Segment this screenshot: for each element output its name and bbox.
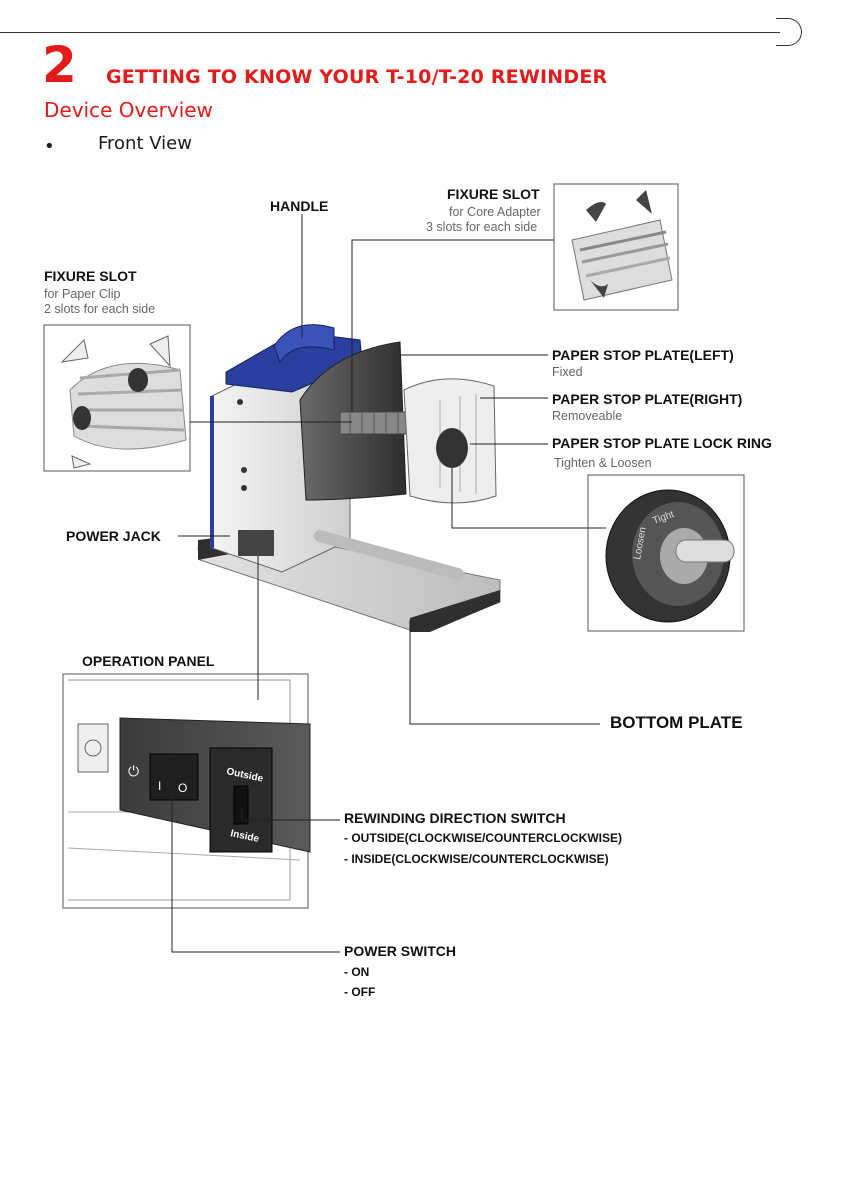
power-off-glyph: O <box>178 781 187 795</box>
leader-lines <box>171 214 606 953</box>
paper-clip-illustration <box>60 335 187 469</box>
label-lock-ring-note: Tighten & Loosen <box>554 456 652 470</box>
label-stop-left-title: PAPER STOP PLATE(LEFT) <box>552 347 734 363</box>
label-handle: HANDLE <box>270 198 329 214</box>
power-glyph-icon: ⏻ <box>128 764 139 780</box>
power-switch-rocker <box>149 753 199 801</box>
label-fixure-clip-title: FIXURE SLOT <box>44 268 137 284</box>
label-stop-right-title: PAPER STOP PLATE(RIGHT) <box>552 391 743 407</box>
label-stop-right-note: Removeable <box>552 409 623 423</box>
bullet-label-front-view: Front View <box>98 133 192 154</box>
section-title: Device Overview <box>44 98 213 122</box>
label-fixure-core-title: FIXURE SLOT <box>447 186 540 202</box>
label-rewinding-title: REWINDING DIRECTION SWITCH <box>344 810 566 826</box>
label-lock-ring-title: PAPER STOP PLATE LOCK RING <box>552 435 772 451</box>
page-top-rule-cap <box>776 18 802 46</box>
label-power-switch-off: - OFF <box>344 985 376 999</box>
label-rewinding-opt2: - INSIDE(CLOCKWISE/COUNTERCLOCKWISE) <box>344 852 609 866</box>
power-on-glyph: I <box>158 779 161 793</box>
chapter-number: 2 <box>42 36 77 94</box>
label-fixure-core-line2: 3 slots for each side <box>426 220 538 234</box>
label-fixure-clip-line2: 2 slots for each side <box>44 302 156 316</box>
lock-ring-illustration: Tight Loosen <box>605 489 735 623</box>
label-rewinding-opt1: - OUTSIDE(CLOCKWISE/COUNTERCLOCKWISE) <box>344 831 622 845</box>
label-power-switch-title: POWER SWITCH <box>344 943 456 959</box>
direction-switch-rocker <box>233 785 249 825</box>
label-power-switch-on: - ON <box>344 965 370 979</box>
label-bottom-plate: BOTTOM PLATE <box>610 713 743 732</box>
chapter-title: GETTING TO KNOW YOUR T-10/T-20 REWINDER <box>106 66 608 88</box>
label-power-jack: POWER JACK <box>66 528 161 544</box>
label-fixure-core-line1: for Core Adapter <box>449 205 541 219</box>
core-adapter-illustration <box>571 190 673 301</box>
bullet-glyph: • <box>44 136 55 157</box>
label-operation-panel: OPERATION PANEL <box>82 653 215 669</box>
page-top-rule <box>0 32 780 33</box>
label-stop-left-note: Fixed <box>552 365 583 379</box>
label-fixure-clip-line1: for Paper Clip <box>44 287 121 301</box>
